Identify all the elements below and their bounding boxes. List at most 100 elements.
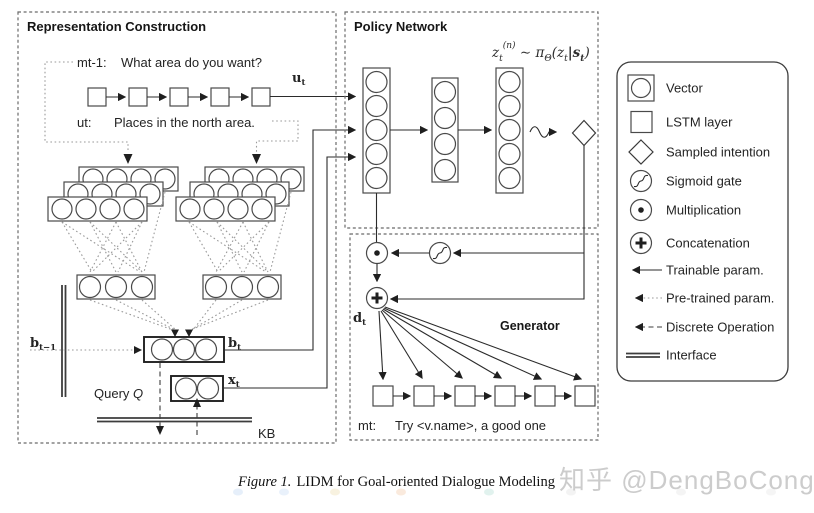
lstm-cell	[494, 385, 516, 407]
pretrained-link-user	[252, 120, 299, 164]
legend-item-sampled-intention: Sampled intention	[628, 139, 770, 165]
svg-text:Multiplication: Multiplication	[666, 203, 741, 218]
figure-caption: Figure 1. LIDM for Goal-oriented Dialogue…	[237, 474, 555, 490]
svg-text:Sigmoid gate: Sigmoid gate	[666, 174, 742, 189]
lstm-cell	[534, 385, 556, 407]
svg-text:Sampled intention: Sampled intention	[666, 145, 770, 160]
belief-links	[89, 299, 269, 337]
lstm-layer-icon	[630, 110, 653, 134]
belief-to-policy-arrow	[224, 125, 357, 351]
arrowhead-down	[171, 329, 179, 337]
legend-item-concatenation: Concatenation	[629, 231, 750, 255]
generated-utterance: mt: Try <v.name>, a good one	[358, 418, 546, 433]
generator-panel: Generator dt	[349, 233, 599, 441]
policy-panel-border	[344, 11, 599, 229]
arrowhead-down	[123, 154, 133, 164]
multiplication-node	[365, 241, 389, 265]
interface-icon	[626, 352, 660, 358]
vector-icon	[630, 77, 652, 99]
legend-item-vector: Vector	[627, 74, 704, 102]
u-t-label: ut	[292, 71, 305, 88]
lstm-cell	[251, 87, 271, 107]
legend-item-lstm-layer: LSTM layer	[630, 110, 733, 134]
svg-text:Concatenation: Concatenation	[666, 236, 750, 251]
representation-panel-border	[17, 11, 337, 444]
interface-line-left	[61, 285, 67, 397]
user-turn-label: ut:	[77, 115, 91, 130]
legend: Vector LSTM layer Sampled intention Sigm…	[616, 61, 789, 382]
attention-links-left	[61, 191, 166, 273]
user-turn-text: Places in the north area.	[114, 115, 255, 130]
gen-turn-text: Try <v.name>, a good one	[395, 418, 546, 433]
sampled-intention-diamond	[571, 119, 597, 147]
legend-item-discrete-operation: Discrete Operation	[634, 320, 774, 335]
b-prev-label: bt−1	[30, 336, 56, 353]
representation-panel-title: Representation Construction	[27, 19, 206, 34]
belief-vector	[143, 336, 225, 363]
prev-turn-label: mt-1:	[77, 55, 107, 70]
lstm-cell	[372, 385, 394, 407]
arrowhead-down	[185, 329, 193, 337]
sentence-lstm-chain: ut	[87, 71, 357, 107]
lstm-cell	[87, 87, 107, 107]
figure-caption-text: LIDM for Goal-oriented Dialogue Modeling	[296, 474, 555, 490]
sampled-intention-icon	[628, 139, 654, 165]
intention-to-concat-line	[389, 145, 585, 304]
user-utterance: ut: Places in the north area.	[77, 115, 255, 130]
kb-interface-line	[97, 417, 252, 423]
svg-text:Pre-trained param.: Pre-trained param.	[666, 291, 774, 306]
policy-layer-2	[431, 77, 459, 183]
lstm-cell	[454, 385, 476, 407]
arrowhead-up	[193, 398, 201, 407]
kbvec-to-policy-arrow	[223, 152, 357, 389]
lstm-cell	[128, 87, 148, 107]
legend-item-multiplication: Multiplication	[629, 198, 741, 222]
svg-text:LSTM layer: LSTM layer	[666, 115, 733, 130]
svg-text:Vector: Vector	[666, 81, 704, 96]
representation-panel: Representation Construction mt-1: What a…	[17, 11, 357, 444]
attention-links-right	[188, 191, 292, 273]
kb-label: KB	[258, 426, 275, 441]
legend-border	[616, 61, 789, 382]
arrowhead-down	[252, 154, 261, 164]
legend-item-sigmoid-gate: Sigmoid gate	[629, 169, 742, 193]
d-t-label: dt	[353, 311, 366, 328]
policy-layer-3	[495, 67, 524, 194]
sigmoid-gate-node	[428, 241, 452, 265]
vector-row	[47, 196, 148, 222]
kb-result-vector	[170, 375, 224, 402]
summary-vector-right	[202, 274, 282, 300]
figure-caption-number: Figure 1.	[237, 474, 291, 490]
concatenation-node	[365, 286, 389, 310]
generator-panel-border	[349, 233, 599, 441]
pretrained-link-prev	[44, 61, 133, 164]
lstm-cell	[210, 87, 230, 107]
generator-panel-title: Generator	[500, 319, 560, 333]
lstm-cell	[413, 385, 435, 407]
summary-vector-left	[76, 274, 156, 300]
x-t-label: xt	[228, 373, 240, 390]
prev-turn-text: What area do you want?	[121, 55, 262, 70]
svg-text:Trainable param.: Trainable param.	[666, 263, 764, 278]
legend-item-interface: Interface	[626, 348, 717, 363]
context-utterance: mt-1: What area do you want?	[77, 55, 262, 70]
decoder-lstm-chain	[372, 385, 596, 407]
lstm-cell	[169, 87, 189, 107]
sampling-squiggle-arrow	[529, 126, 558, 138]
intention-sampling-formula: zt(n) ∼ πΘ(zt|st)	[491, 40, 590, 64]
lstm-cell	[574, 385, 596, 407]
encoder-stack-left	[47, 166, 179, 222]
encoder-stack-right	[175, 166, 305, 222]
arrowhead-right	[134, 346, 142, 354]
svg-text:Discrete Operation: Discrete Operation	[666, 320, 774, 335]
arrowhead-down	[156, 426, 164, 435]
legend-item-trainable-param: Trainable param.	[631, 263, 764, 278]
policy-layer-1	[362, 67, 391, 194]
b-t-label: bt	[228, 336, 241, 353]
vector-row	[175, 196, 276, 222]
svg-text:Interface: Interface	[666, 348, 717, 363]
faint-render-artifacts	[233, 488, 776, 496]
policy-network-panel: Policy Network zt(n) ∼ πΘ(zt|st)	[344, 11, 599, 304]
context-fan-arrows	[378, 306, 583, 381]
